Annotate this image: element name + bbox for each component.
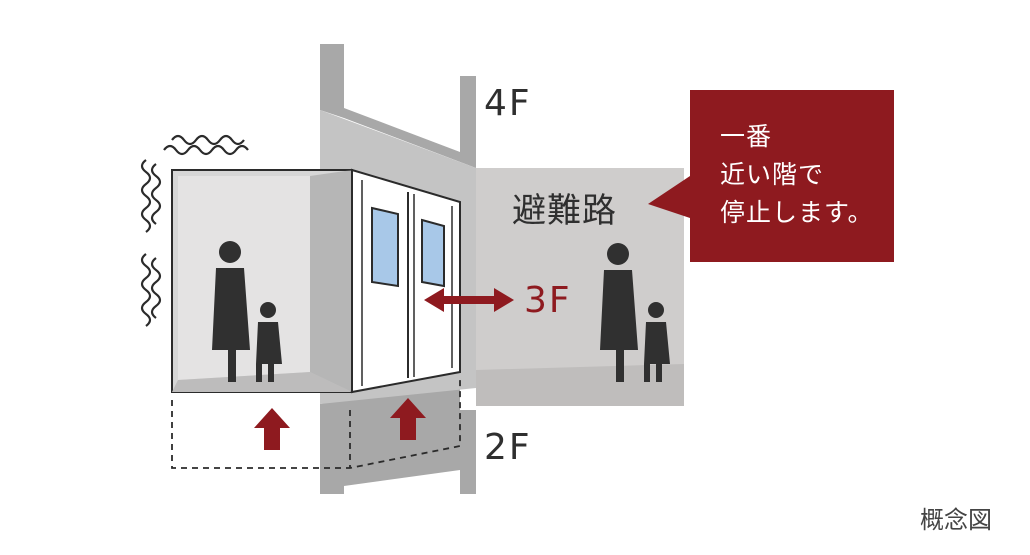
- child-silhouette-icon: [644, 302, 670, 382]
- landing-area: [476, 168, 684, 406]
- elevator-cabin: [171, 168, 461, 394]
- up-arrow-icon: [254, 408, 290, 450]
- child-silhouette-icon: [256, 302, 282, 382]
- door-window-right: [421, 218, 445, 288]
- up-arrow-icon: [390, 398, 426, 440]
- landing-floor: [476, 364, 684, 406]
- cabin-previous-position: [171, 380, 461, 469]
- callout-bubble: [648, 90, 894, 262]
- concept-diagram-caption: 概念図: [920, 506, 992, 534]
- cabin-side-shadow: [310, 170, 352, 392]
- callout-line-3: 停止します。: [720, 198, 874, 227]
- shaking-wave-icon: [140, 134, 249, 327]
- callout-text: 一番 近い階で 停止します。: [720, 118, 892, 232]
- floor-label-2f: 2F: [484, 427, 532, 468]
- callout-line-1: 一番: [720, 122, 773, 151]
- person-silhouette-icon: [600, 243, 638, 382]
- floor-label-3f: 3F: [524, 280, 572, 321]
- person-silhouette-icon: [212, 241, 250, 382]
- double-arrow-icon: [424, 288, 514, 312]
- callout-line-2: 近い階で: [720, 160, 825, 189]
- evacuation-route-label: 避難路: [512, 191, 617, 231]
- floor-label-4f: 4F: [484, 83, 532, 124]
- shaft-upper-wall: [320, 44, 476, 168]
- door-window-left: [371, 206, 399, 288]
